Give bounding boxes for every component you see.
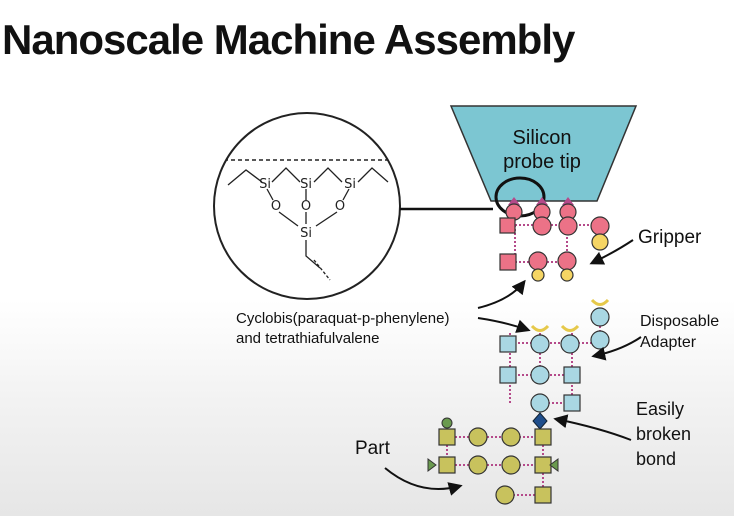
bond-label-line2: broken [636,424,691,444]
disposable-adapter-module [499,298,610,430]
adapter-label-line2: Adapter [640,334,697,351]
molecule-arrow-to-gripper [477,279,526,309]
annotation-arrows [384,239,642,496]
part-arrow [384,467,463,496]
gripper-label: Gripper [638,227,702,248]
probe-tip-shape [449,105,638,202]
molecule-label-line2: and tetrathiafulvalene [236,330,379,347]
part-label: Part [355,438,391,459]
page-title: Nanoscale Machine Assembly [2,16,575,63]
silicon-atom-right: Si [344,177,356,192]
bond-arrow [553,414,632,441]
gripper-module [499,197,610,282]
part-module [427,417,559,505]
bond-label-line1: Easily [636,399,684,419]
bond-label-line3: bond [636,449,676,469]
oxygen-atom-right: O [335,199,345,214]
molecule-arrow-to-adapter [477,317,531,333]
silicon-atom-left: Si [259,177,271,192]
silicon-probe-tip: Silicon probe tip [449,105,638,202]
adapter-label-line1: Disposable [640,313,719,330]
adapter-arrow [591,336,642,361]
surface-chemistry-inset: Si Si Si O O O Si [213,112,546,300]
silicon-atom-bottom: Si [300,226,312,241]
molecule-label-line1: Cyclobis(paraquat-p-phenylene) [236,310,449,327]
gripper-arrow [589,239,634,265]
probe-label-line2: probe tip [503,151,581,173]
oxygen-atom-left: O [271,199,281,214]
breakable-bond [532,412,548,430]
silicon-atom-center: Si [300,177,312,192]
oxygen-atom-center: O [301,199,311,214]
probe-label-line1: Silicon [513,127,572,149]
